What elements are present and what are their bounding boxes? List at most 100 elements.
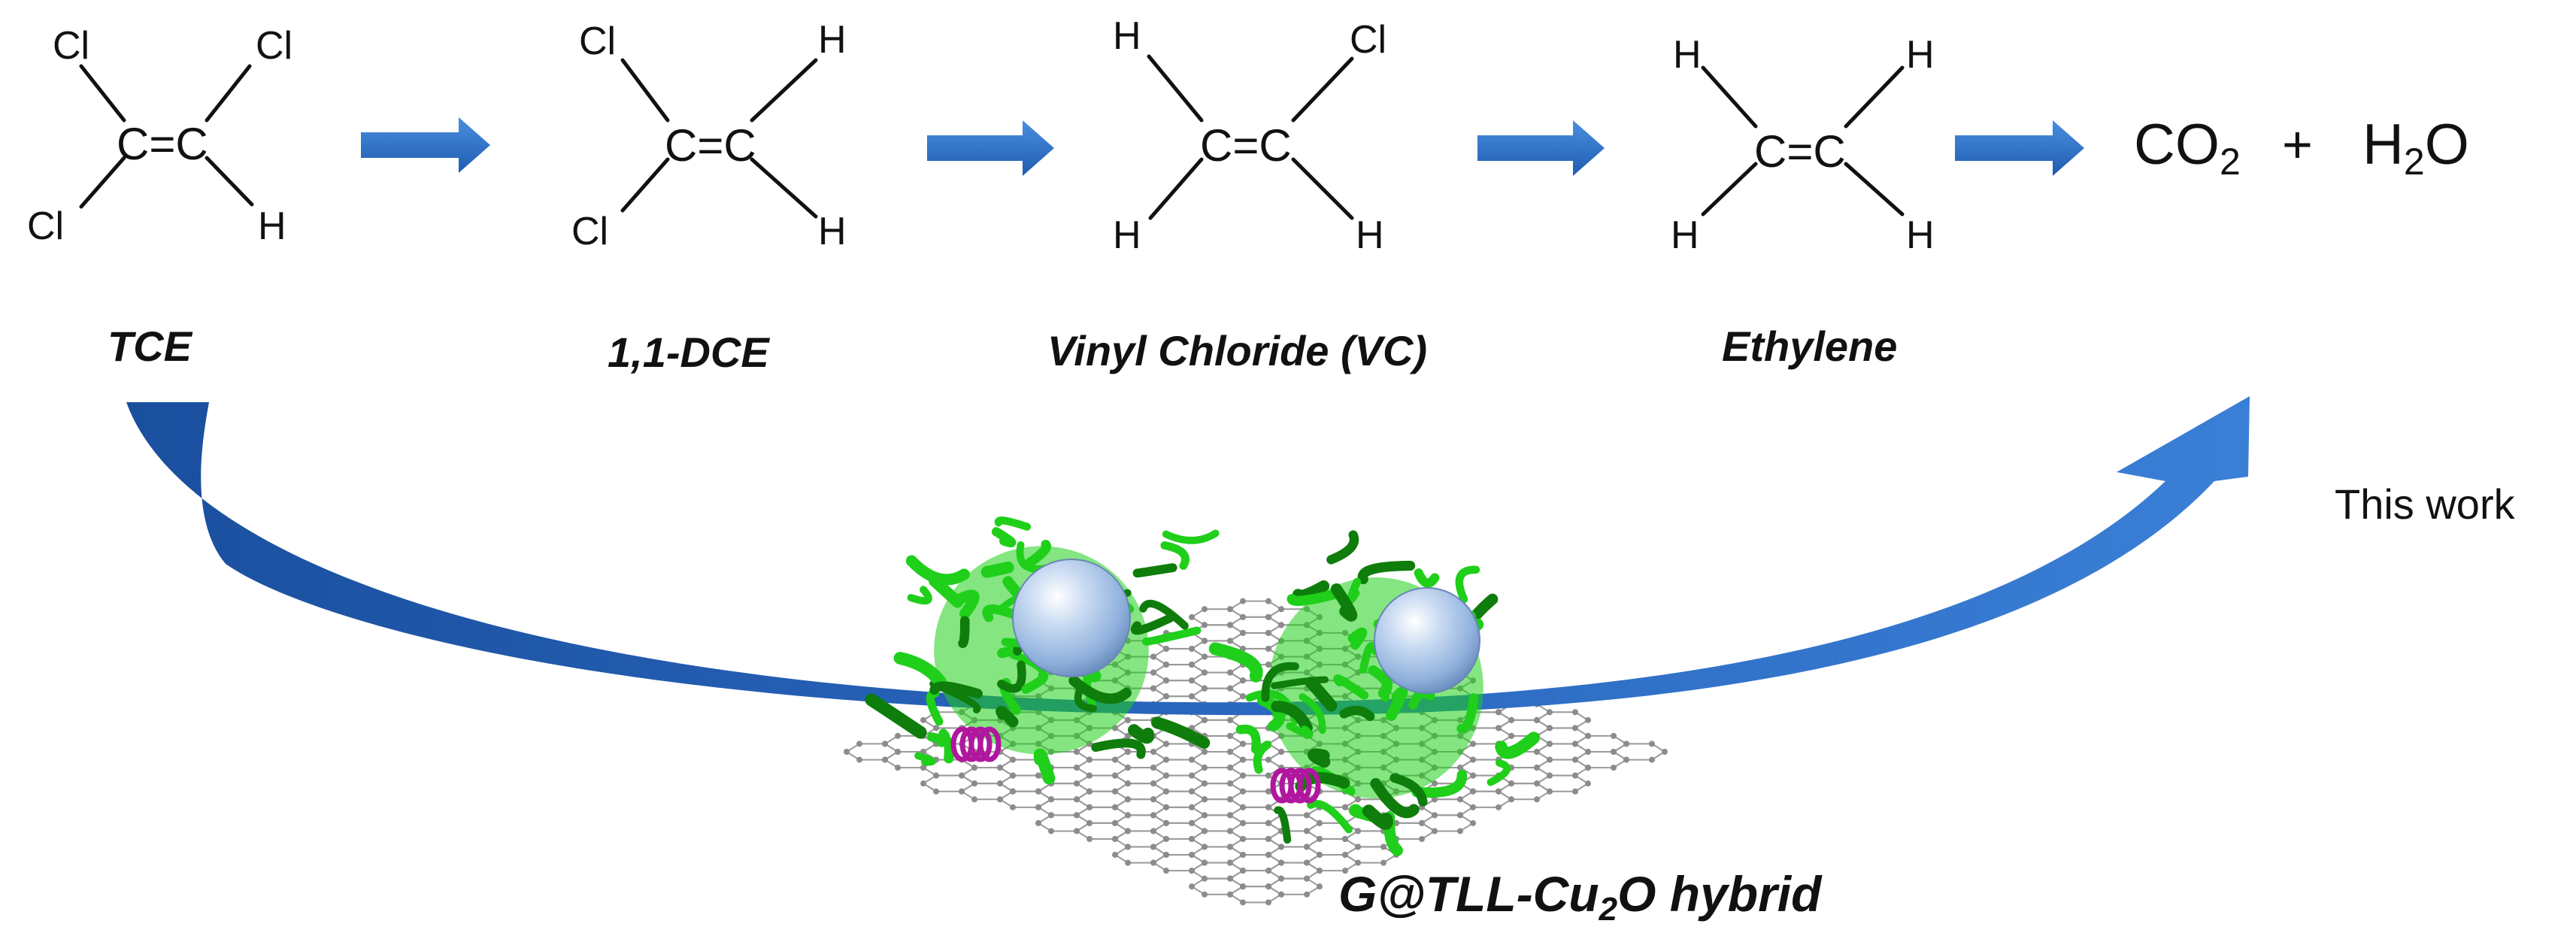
- graphene-atom: [1304, 859, 1310, 866]
- atom-label: H: [258, 204, 286, 248]
- protein-ribbon: [1033, 748, 1056, 785]
- bond: [79, 156, 126, 209]
- graphene-atom: [1611, 765, 1617, 771]
- graphene-atom: [1125, 780, 1131, 787]
- graphene-atom: [1534, 780, 1540, 787]
- molecule-name: 1,1-DCE: [608, 329, 770, 376]
- protein-ribbon: [865, 693, 927, 739]
- graphene-atom: [1265, 851, 1271, 858]
- molecule-ethylene: H H H H C=C Ethylene: [1671, 33, 1935, 370]
- graphene-atom: [1112, 835, 1118, 842]
- graphene-atom: [1508, 716, 1514, 723]
- graphene-atom: [1074, 828, 1080, 834]
- graphene-atom: [1125, 748, 1131, 755]
- graphene-atom: [1240, 868, 1246, 874]
- atom-label: H: [1906, 214, 1935, 257]
- graphene-atom: [1163, 741, 1169, 747]
- bond: [1701, 162, 1758, 217]
- graphene-atom: [1240, 788, 1246, 795]
- graphene-atom: [1048, 828, 1054, 834]
- graphene-atom: [1150, 669, 1156, 676]
- graphene-atom: [1202, 622, 1208, 628]
- graphene-atom: [1265, 645, 1271, 652]
- molecule-vinyl-chloride: H Cl H H C=C Vinyl Chloride (VC): [1047, 14, 1427, 374]
- atom-label: Cl: [27, 204, 64, 248]
- protein-ribbon: [1330, 583, 1358, 622]
- graphene-atom: [1265, 613, 1271, 620]
- graphene-atom: [1202, 859, 1208, 866]
- bond: [205, 156, 254, 207]
- graphene-atom: [1278, 844, 1284, 850]
- protein-ribbon: [955, 589, 980, 619]
- graphene-atom: [1572, 772, 1578, 779]
- graphene-atom: [1074, 765, 1080, 771]
- double-bond-core: C=C: [1754, 126, 1846, 177]
- graphene-atom: [1074, 749, 1080, 755]
- graphene-atom: [1649, 741, 1655, 747]
- graphene-atom: [1074, 812, 1080, 819]
- graphene-atom: [1227, 765, 1233, 771]
- products: CO2 + H2O: [2134, 113, 2469, 183]
- protein-ribbon: [907, 586, 932, 605]
- graphene-atom: [1150, 780, 1156, 787]
- protein-ribbon: [1091, 738, 1146, 759]
- protein-ribbon: [1141, 626, 1202, 646]
- double-bond-core: C=C: [1200, 120, 1292, 171]
- atom-label: H: [1673, 33, 1702, 77]
- graphene-atom: [1240, 851, 1246, 858]
- protein-ribbon: [1162, 529, 1220, 544]
- graphene-atom: [1112, 772, 1118, 779]
- graphene-atom: [844, 749, 850, 755]
- graphene-atom: [1304, 875, 1310, 882]
- graphene-atom: [1470, 772, 1476, 779]
- graphene-atom: [1086, 788, 1093, 795]
- atom-label: Cl: [579, 20, 616, 63]
- graphene-atom: [1623, 756, 1629, 763]
- graphene-atom: [1189, 693, 1195, 700]
- graphene-atom: [1074, 796, 1080, 803]
- atom-label: Cl: [571, 210, 608, 253]
- graphene-atom: [1585, 780, 1591, 787]
- graphene-atom: [1240, 598, 1246, 604]
- graphene-atom: [1240, 756, 1246, 763]
- graphene-atom: [933, 788, 939, 795]
- graphene-atom: [1342, 868, 1348, 874]
- atom-label: Cl: [53, 24, 89, 68]
- graphene-atom: [1010, 772, 1016, 779]
- h2o-o: O: [2425, 113, 2469, 177]
- graphene-atom: [1150, 749, 1156, 755]
- graphene-atom: [1150, 765, 1156, 771]
- protein-ribbon: [1307, 799, 1353, 834]
- graphene-atom: [920, 765, 926, 771]
- graphene-atom: [856, 741, 862, 747]
- protein-ribbon: [914, 752, 936, 766]
- graphene-atom: [1086, 836, 1093, 843]
- graphene-atom: [1585, 765, 1591, 771]
- protein-ribbon: [1362, 804, 1393, 830]
- atom-label: H: [1113, 214, 1141, 257]
- graphene-atom: [1380, 859, 1386, 866]
- protein-ribbon: [936, 735, 954, 764]
- protein-helix: [1288, 768, 1312, 804]
- graphene-atom: [1048, 796, 1054, 803]
- graphene-atom: [1611, 749, 1617, 755]
- graphene-atom: [1227, 875, 1233, 882]
- protein-ribbon: [1151, 716, 1211, 750]
- graphene-atom: [1457, 812, 1463, 819]
- bond: [1148, 157, 1204, 220]
- graphene-atom: [1623, 741, 1629, 747]
- protein-ribbon: [1455, 565, 1480, 604]
- protein-helix: [1297, 768, 1321, 804]
- graphene-atom: [1163, 645, 1169, 652]
- protein-ribbon: [1368, 665, 1393, 698]
- graphene-atom: [1240, 819, 1246, 826]
- molecule-tce: Cl Cl Cl H C=C TCE: [27, 24, 292, 370]
- graphene-atom: [1163, 804, 1169, 810]
- molecule-name: TCE: [108, 323, 193, 370]
- protein-ribbon: [1414, 568, 1440, 588]
- graphene-atom: [1265, 804, 1271, 810]
- graphene-atom: [1457, 796, 1463, 803]
- protein-ribbon: [991, 527, 1017, 548]
- graphene-atom: [1470, 804, 1476, 810]
